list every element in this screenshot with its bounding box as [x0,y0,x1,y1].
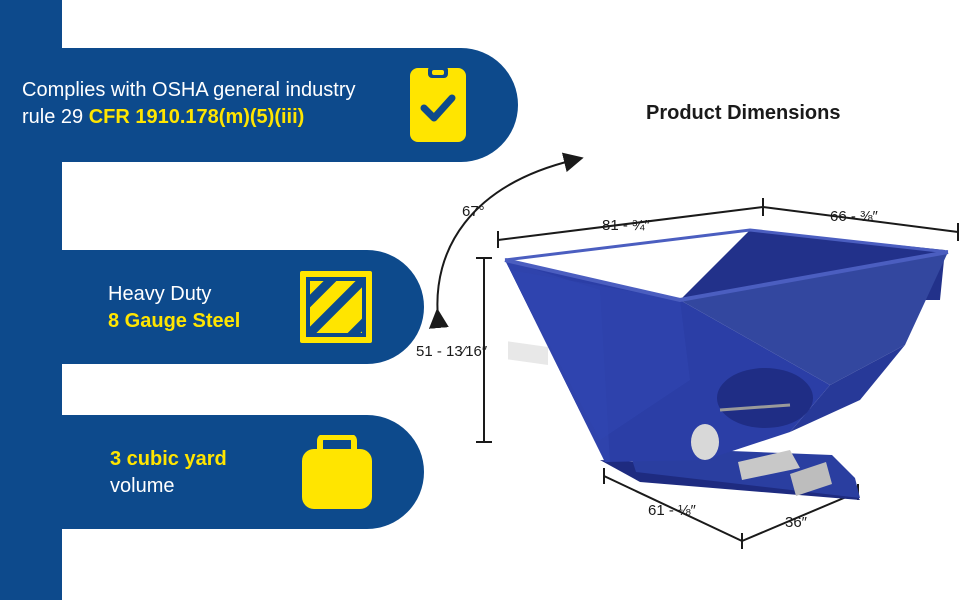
base-length-label: 61 - ⅛″ [648,502,696,519]
volume-highlight: 3 cubic yard [110,448,227,470]
osha-line2-prefix: rule 29 [22,106,89,128]
product-dimensions-title: Product Dimensions [646,102,841,124]
volume-line2: volume [110,475,175,497]
steel-line1: Heavy Duty [108,283,212,305]
steel-highlight: 8 Gauge Steel [108,310,241,332]
steel-stripes-icon [300,271,372,343]
top-length-line [497,206,764,241]
feature-volume: 3 cubic yard volume [0,415,424,529]
angle-label: 67° [462,203,485,220]
tilt-arc-arrow [428,152,584,329]
feature-osha: Complies with OSHA general industry rule… [0,48,518,162]
osha-line1: Complies with OSHA general industry [22,79,356,101]
base-width-label: 36″ [785,514,807,531]
height-label: 51 - 13⁄16″ [416,343,488,360]
top-width-label: 66 - ⅜″ [830,208,878,225]
self-dumping-hopper [504,228,949,500]
top-width-line [762,206,959,233]
base-width-line [741,491,859,542]
feature-steel: Heavy Duty 8 Gauge Steel [0,250,424,364]
base-length-line [603,475,743,542]
top-length-label: 81 - ¾″ [602,217,650,234]
clipboard-check-icon [410,66,466,142]
weight-icon [302,434,372,509]
osha-rule-highlight: CFR 1910.178(m)(5)(iii) [88,106,305,128]
